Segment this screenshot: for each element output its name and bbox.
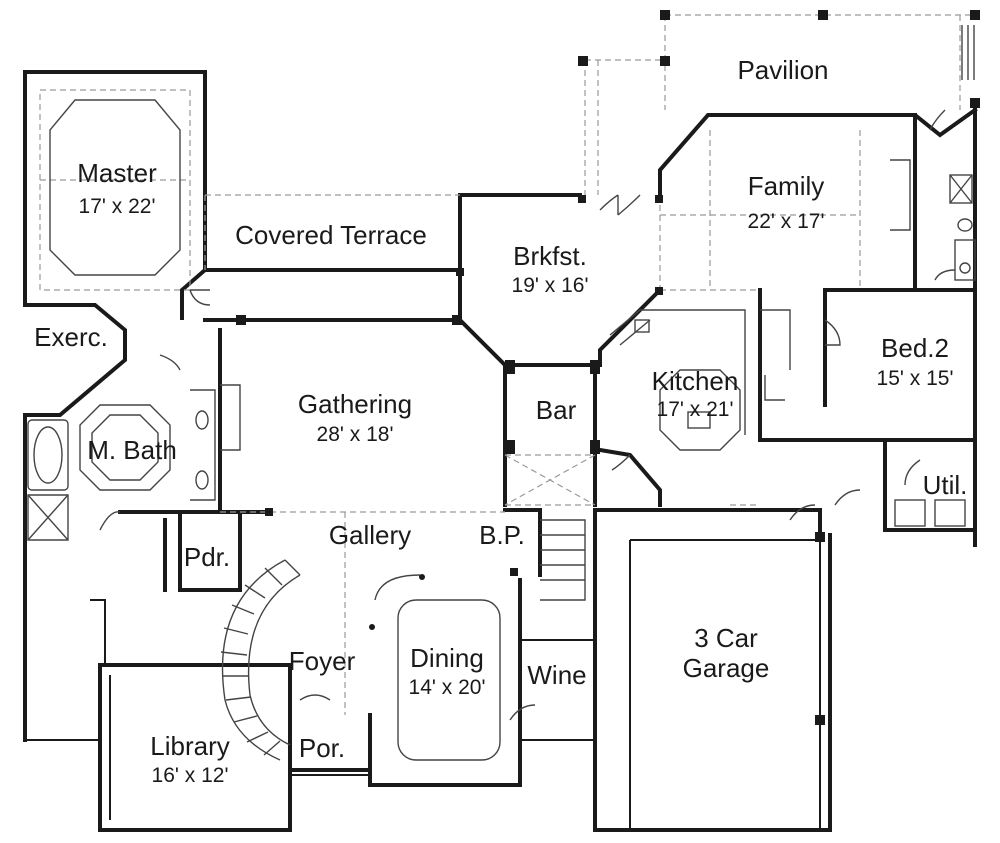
label-dining: Dining	[410, 643, 484, 673]
label-library-dims: 16' x 12'	[152, 764, 229, 787]
label-pavilion: Pavilion	[737, 55, 828, 85]
dining-table	[369, 574, 501, 761]
spiral-staircase	[220, 559, 301, 761]
door-swings	[99, 109, 956, 721]
label-wine: Wine	[527, 660, 586, 690]
label-master: Master	[77, 158, 157, 188]
label-brkfst: Brkfst.	[513, 241, 587, 271]
label-kitchen: Kitchen	[652, 366, 739, 396]
label-family: Family	[748, 171, 825, 201]
kitchen-fixtures	[609, 309, 791, 451]
dashed-lines	[39, 89, 861, 715]
master-tray-ceiling	[49, 99, 181, 276]
label-garage-line2: Garage	[683, 653, 770, 683]
label-kitchen-dims: 17' x 21'	[657, 398, 734, 421]
label-util: Util.	[923, 470, 968, 500]
label-gathering-dims: 28' x 18'	[317, 423, 394, 446]
bp-stair	[540, 519, 586, 601]
label-library: Library	[150, 731, 229, 761]
label-mbath: M. Bath	[87, 435, 177, 465]
label-pdr: Pdr.	[184, 542, 230, 572]
label-family-dims: 22' x 17'	[748, 210, 825, 233]
room-labels: Pavilion Family 22' x 17' Master 17' x 2…	[34, 55, 967, 787]
label-master-dims: 17' x 22'	[79, 195, 156, 218]
label-gathering: Gathering	[298, 389, 412, 419]
label-bar: Bar	[536, 395, 577, 425]
gathering-fireplace	[220, 384, 241, 451]
label-gallery: Gallery	[329, 520, 411, 550]
label-garage-line1: 3 Car	[694, 623, 758, 653]
columns	[236, 195, 825, 725]
label-por: Por.	[299, 733, 345, 763]
master-bath-fixtures	[27, 389, 216, 541]
label-bp: B.P.	[479, 520, 525, 550]
exterior-walls	[23, 70, 978, 832]
label-exerc: Exerc.	[34, 322, 108, 352]
label-brkfst-dims: 19' x 16'	[512, 274, 589, 297]
label-foyer: Foyer	[289, 646, 356, 676]
right-side-fixtures	[890, 159, 976, 527]
label-covered-terrace: Covered Terrace	[235, 220, 427, 250]
label-bed2-dims: 15' x 15'	[877, 367, 954, 390]
label-dining-dims: 14' x 20'	[409, 676, 486, 699]
label-bed2: Bed.2	[881, 333, 949, 363]
pavilion-outline	[578, 10, 980, 195]
